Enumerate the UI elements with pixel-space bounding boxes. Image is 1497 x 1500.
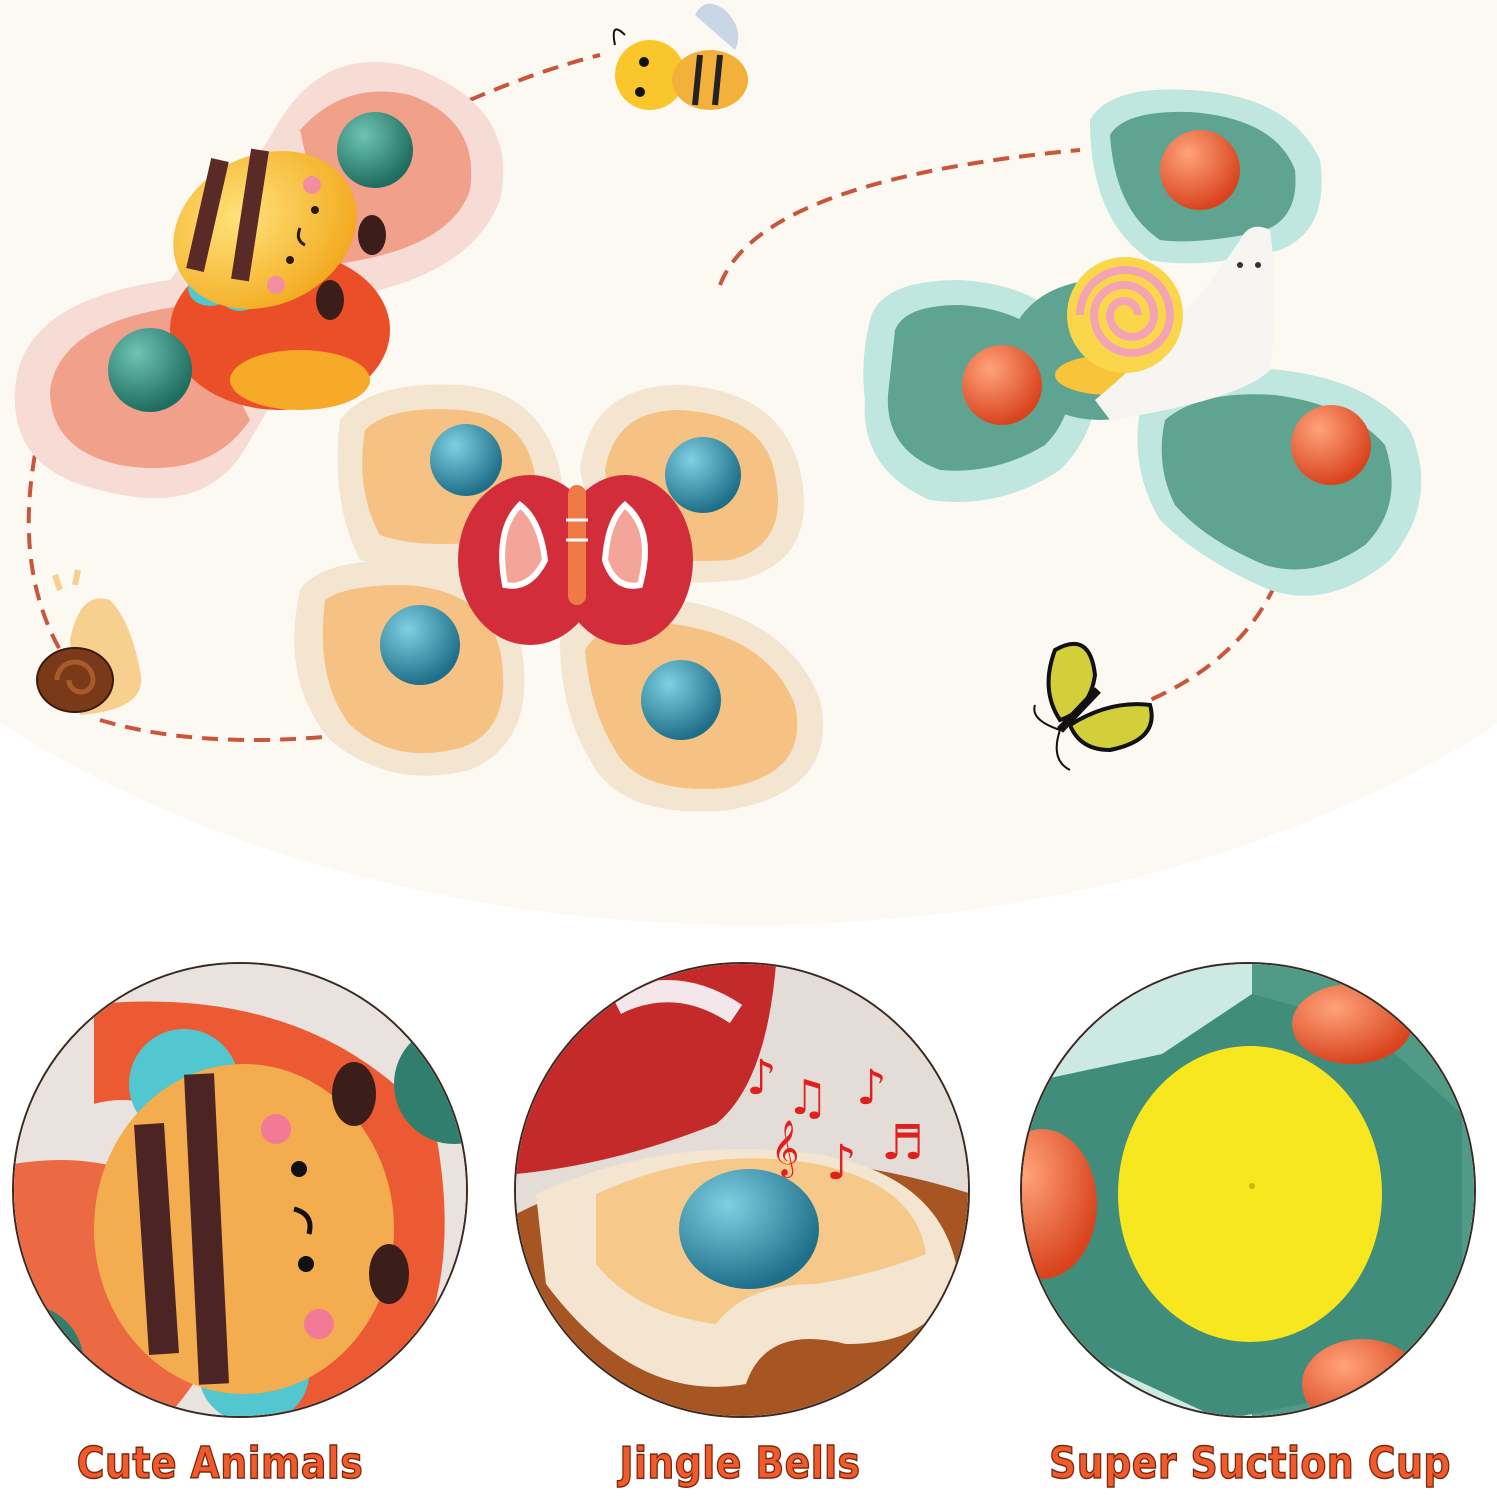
hero-illustration [14,3,1422,812]
butterfly-spinner [294,384,824,812]
snail-doodle [36,569,142,715]
music-note-icons: ♪ ♫ ♪ 𝄞 ♪ ♬ [746,1050,924,1191]
svg-text:𝄞: 𝄞 [771,1120,799,1178]
dashed-path [26,53,1277,742]
feature-circle-jingle-bells: ♪ ♫ ♪ 𝄞 ♪ ♬ [514,962,970,1418]
caption-super-suction-cup: Super Suction Cup [1049,1437,1452,1490]
svg-text:♪: ♪ [856,1060,887,1116]
butterfly-doodle [1033,641,1154,771]
hero-scene [14,3,1422,812]
caption-cute-animals: Cute Animals [76,1437,364,1490]
bee-closeup-icon [14,964,466,1416]
feature-circle-super-suction-cup [1020,962,1476,1418]
svg-text:♪: ♪ [826,1135,857,1191]
bee-doodle [612,3,748,110]
svg-text:♪: ♪ [746,1050,777,1106]
music-notes-closeup-icon: ♪ ♫ ♪ 𝄞 ♪ ♬ [516,964,968,1416]
svg-text:♬: ♬ [881,1115,924,1171]
svg-text:♫: ♫ [786,1070,829,1126]
snail-spinner [863,89,1422,596]
bee-spinner [14,61,504,499]
suction-cup-closeup-icon [1022,964,1474,1416]
feature-circle-cute-animals [12,962,468,1418]
caption-jingle-bells: Jingle Bells [619,1437,861,1490]
